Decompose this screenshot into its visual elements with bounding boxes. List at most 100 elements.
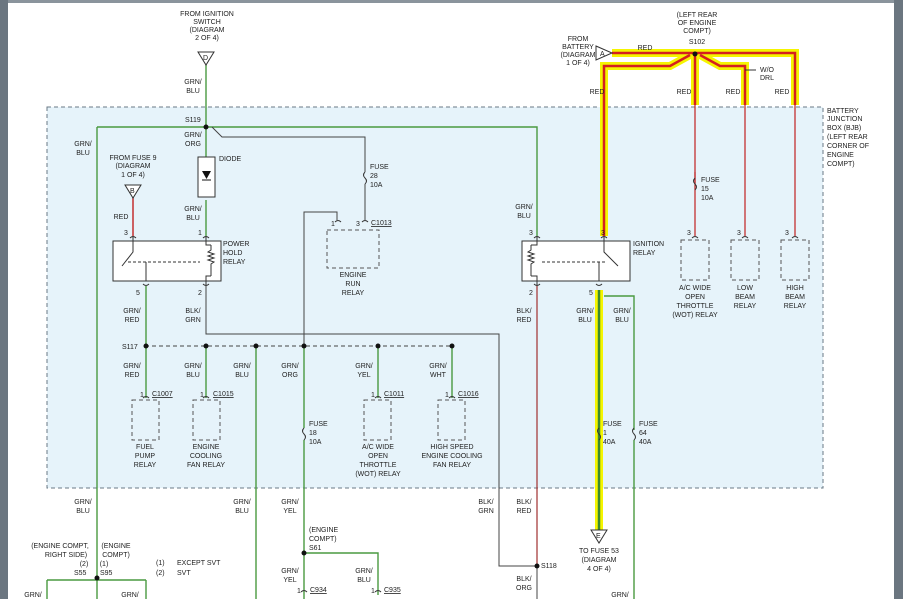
svg-text:GRN/: GRN/ xyxy=(613,308,631,315)
splice-s95-label: S95 xyxy=(100,570,113,577)
svg-text:BLK/: BLK/ xyxy=(185,308,200,315)
svg-text:GRN/: GRN/ xyxy=(184,79,202,86)
svg-text:3: 3 xyxy=(601,230,605,237)
svg-text:15: 15 xyxy=(701,186,709,193)
svg-text:64: 64 xyxy=(639,430,647,437)
svg-text:3: 3 xyxy=(687,230,691,237)
svg-text:3: 3 xyxy=(785,230,789,237)
svg-text:1: 1 xyxy=(445,392,449,399)
legend-splice-locations: (ENGINE COMPT, RIGHT SIDE) (2) (ENGINE C… xyxy=(31,543,131,568)
svg-text:10A: 10A xyxy=(701,195,714,202)
svg-text:1 OF 4): 1 OF 4) xyxy=(566,60,590,67)
fuse-28-label: FUSE 28 10A xyxy=(370,164,389,189)
svg-text:GRN/: GRN/ xyxy=(355,363,373,370)
fuel-pump-relay xyxy=(131,399,160,441)
svg-text:FAN RELAY: FAN RELAY xyxy=(433,462,471,469)
svg-text:RED: RED xyxy=(677,89,692,96)
svg-text:(WOT) RELAY: (WOT) RELAY xyxy=(355,471,401,478)
svg-text:GRN/: GRN/ xyxy=(355,568,373,575)
svg-text:HIGH SPEED: HIGH SPEED xyxy=(430,444,473,451)
svg-text:EXCEPT SVT: EXCEPT SVT xyxy=(177,560,221,567)
svg-text:OPEN: OPEN xyxy=(368,453,388,460)
svg-text:FROM IGNITION: FROM IGNITION xyxy=(180,11,234,18)
svg-text:RELAY: RELAY xyxy=(734,303,757,310)
svg-text:GRN/: GRN/ xyxy=(184,206,202,213)
svg-text:RED: RED xyxy=(125,317,140,324)
bjb-label: BATTERY JUNCTION BOX (BJB) (LEFT REAR CO… xyxy=(827,108,869,168)
svg-text:COMPT): COMPT) xyxy=(309,536,337,543)
ignition-relay xyxy=(521,236,631,286)
svg-text:(DIAGRAM: (DIAGRAM xyxy=(116,163,151,170)
svg-text:JUNCTION: JUNCTION xyxy=(827,116,862,123)
low-beam-relay xyxy=(730,239,760,281)
high-speed-fan-relay-label: HIGH SPEED ENGINE COOLING FAN RELAY xyxy=(421,444,482,469)
svg-text:BLU: BLU xyxy=(235,508,249,515)
svg-text:GRN/: GRN/ xyxy=(123,308,141,315)
svg-text:ENGINE: ENGINE xyxy=(827,152,854,159)
svg-text:GRN/: GRN/ xyxy=(74,141,92,148)
svg-text:COMPT): COMPT) xyxy=(827,161,855,168)
svg-text:RED: RED xyxy=(726,89,741,96)
svg-text:2: 2 xyxy=(529,290,533,297)
svg-text:C1013: C1013 xyxy=(371,220,392,227)
high-beam-relay-label: HIGH BEAM RELAY xyxy=(784,285,807,310)
svg-text:(ENGINE: (ENGINE xyxy=(309,527,339,534)
svg-text:(ENGINE: (ENGINE xyxy=(101,543,131,550)
dark-wires xyxy=(145,126,538,599)
svg-text:PUMP: PUMP xyxy=(135,453,156,460)
fuse-15-icon xyxy=(693,177,697,191)
svg-text:COMPT): COMPT) xyxy=(102,552,130,559)
svg-text:ORG: ORG xyxy=(282,372,298,379)
connector-ids: C1013 C1007 C1015 C1011 C1016 C934 C935 xyxy=(152,220,479,594)
svg-text:ENGINE: ENGINE xyxy=(340,272,367,279)
svg-text:BLU: BLU xyxy=(615,317,629,324)
pin-numbers: 3 1 5 2 1 3 3 2 3 5 3 3 3 1 1 1 1 1 1 xyxy=(124,221,789,595)
svg-text:5: 5 xyxy=(136,290,140,297)
svg-text:2: 2 xyxy=(198,290,202,297)
svg-text:COMPT): COMPT) xyxy=(683,28,711,35)
splice-s102-label: (LEFT REAR OF ENGINE COMPT) S102 xyxy=(677,12,718,46)
power-hold-relay xyxy=(112,236,222,286)
svg-text:RED: RED xyxy=(638,45,653,52)
splice-s102-dot xyxy=(692,51,698,57)
svg-text:2 OF 4): 2 OF 4) xyxy=(195,35,219,42)
svg-text:LOW: LOW xyxy=(737,285,753,292)
svg-text:RUN: RUN xyxy=(345,281,360,288)
fuse-18-label: FUSE 18 10A xyxy=(309,421,328,446)
svg-text:(1): (1) xyxy=(100,561,109,568)
svg-text:40A: 40A xyxy=(639,439,652,446)
connector-e-icon xyxy=(590,529,608,544)
svg-text:BLU: BLU xyxy=(517,213,531,220)
svg-text:(1): (1) xyxy=(156,560,165,567)
ac-wot-relay-bottom xyxy=(363,399,392,441)
connector-b-icon xyxy=(124,184,142,199)
svg-text:BATTERY: BATTERY xyxy=(562,44,594,51)
svg-text:GRN/: GRN/ xyxy=(515,204,533,211)
connector-a-label: A xyxy=(600,51,605,58)
svg-text:RELAY: RELAY xyxy=(633,250,656,257)
diode-label: DIODE xyxy=(219,156,242,163)
svg-text:C934: C934 xyxy=(310,587,327,594)
svg-text:RELAY: RELAY xyxy=(342,290,365,297)
svg-text:4 OF 4): 4 OF 4) xyxy=(587,566,611,573)
svg-text:GRN/: GRN/ xyxy=(184,132,202,139)
svg-text:C935: C935 xyxy=(384,587,401,594)
svg-text:GRN/: GRN/ xyxy=(184,363,202,370)
ac-wot-relay-bottom-label: A/C WIDE OPEN THROTTLE (WOT) RELAY xyxy=(355,444,401,478)
svg-text:5: 5 xyxy=(589,290,593,297)
engine-cooling-fan-relay xyxy=(192,399,221,441)
splice-s118-label: S118 xyxy=(541,563,557,570)
svg-text:GRN/: GRN/ xyxy=(611,592,629,599)
svg-text:RED: RED xyxy=(517,317,532,324)
ac-wot-relay-top xyxy=(680,239,710,281)
svg-text:ORG: ORG xyxy=(516,585,532,592)
svg-text:3: 3 xyxy=(737,230,741,237)
svg-text:SVT: SVT xyxy=(177,570,191,577)
connector-d-icon xyxy=(197,51,215,66)
fuse-64-icon xyxy=(632,427,636,441)
svg-text:GRN/: GRN/ xyxy=(429,363,447,370)
svg-text:IGNITION: IGNITION xyxy=(633,241,664,248)
svg-text:1: 1 xyxy=(140,392,144,399)
svg-text:(LEFT REAR: (LEFT REAR xyxy=(827,134,868,141)
wo-drl-label: W/O DRL xyxy=(745,67,775,82)
